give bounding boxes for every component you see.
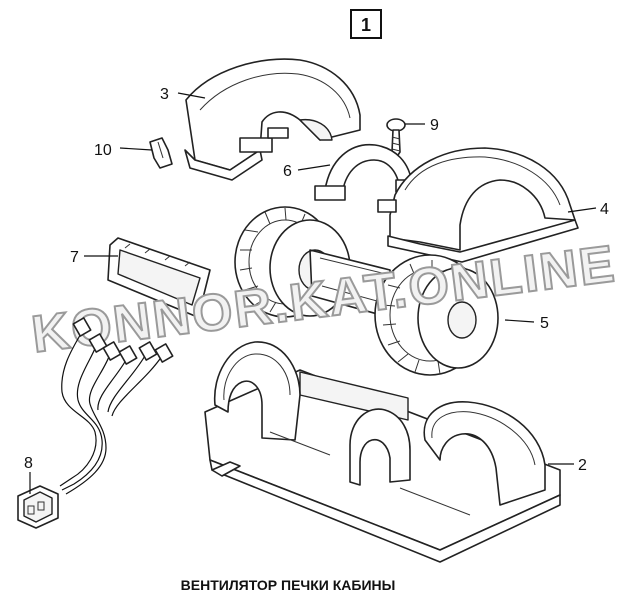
callout-9: 9 xyxy=(430,117,439,134)
leader-4 xyxy=(567,207,597,213)
part-5-fan-motor-assembly xyxy=(234,206,499,376)
diagram-number-badge: 1 xyxy=(350,9,382,39)
callout-3: 3 xyxy=(160,86,169,103)
callout-2: 2 xyxy=(578,457,587,474)
leader-5 xyxy=(504,319,535,323)
callout-10: 10 xyxy=(94,142,112,159)
part-4-upper-cover-right xyxy=(377,147,579,263)
part-3-upper-cover-left xyxy=(184,58,361,181)
leader-10 xyxy=(119,147,153,151)
callout-5: 5 xyxy=(540,315,549,332)
part-9-screw xyxy=(386,118,406,159)
part-8-wiring-harness xyxy=(17,317,174,529)
callout-4: 4 xyxy=(600,201,609,218)
callout-7: 7 xyxy=(70,249,79,266)
callout-8: 8 xyxy=(24,455,33,472)
badge-text: 1 xyxy=(361,15,371,35)
leader-3 xyxy=(177,92,206,99)
part-2-lower-housing xyxy=(204,341,561,563)
leader-lines xyxy=(29,92,597,494)
leader-6 xyxy=(297,164,331,171)
part-7-filter-frame xyxy=(107,237,211,317)
part-6-strap xyxy=(314,143,415,201)
diagram-caption: ВЕНТИЛЯТОР ПЕЧКИ КАБИНЫ xyxy=(181,577,396,593)
part-10-clip xyxy=(149,137,173,169)
callout-6: 6 xyxy=(283,163,292,180)
